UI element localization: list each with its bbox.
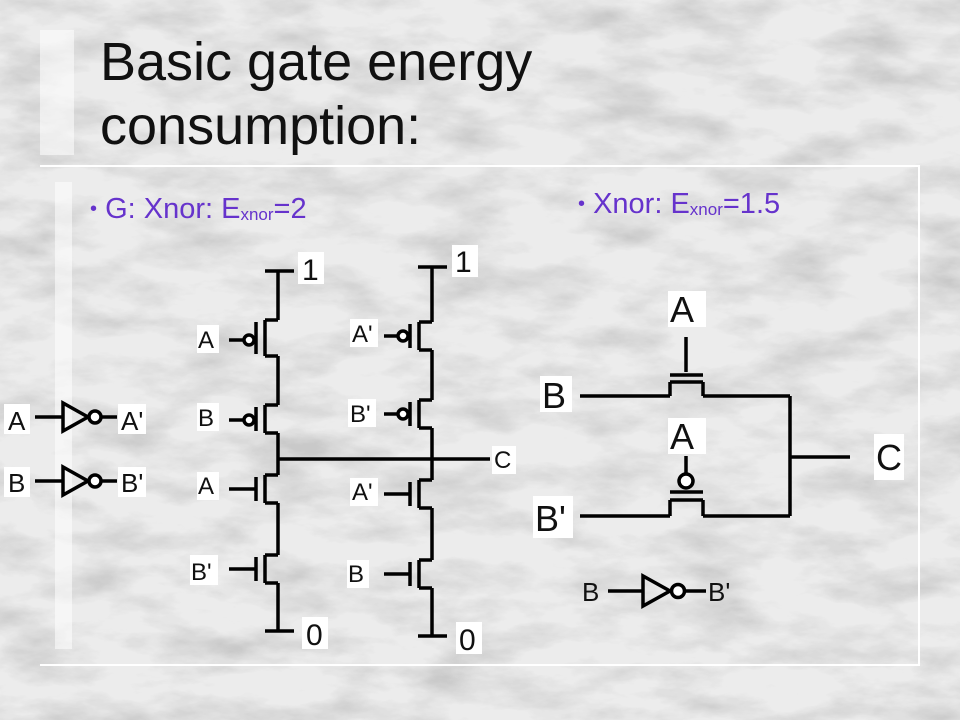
bullet-marker: • xyxy=(90,198,98,220)
stack2-pmos-1-gate-label: A' xyxy=(352,321,373,348)
stack1-pmos-1-gate-label: A xyxy=(198,327,214,354)
transistor-stack-1: 1 A B A B xyxy=(190,252,328,652)
stack1-nmos-1-gate-label: A xyxy=(198,473,214,500)
output-node-c: C xyxy=(278,446,516,474)
bullet-marker: • xyxy=(578,193,586,215)
bullet-left-prefix: G: Xnor: E xyxy=(105,193,241,225)
stack2-nmos-2-gate-label: B xyxy=(348,561,364,588)
title-line-2: consumption: xyxy=(100,96,422,156)
bullet-right-subscript: xnor xyxy=(689,200,723,219)
bullet-right-prefix: Xnor: E xyxy=(593,188,690,220)
right-inverter-input-label: B xyxy=(582,577,599,607)
right-nmos-gate-label: A xyxy=(670,289,694,330)
inverter-b: B B' xyxy=(4,464,146,498)
inverter-a: A A' xyxy=(4,400,146,436)
bullet-left-suffix: =2 xyxy=(273,193,307,225)
stack1-pmos-2-gate-label: B xyxy=(198,405,214,432)
frame-line-vertical-top xyxy=(40,30,74,155)
bullet-left-subscript: xnor xyxy=(240,205,274,224)
frame-line-bottom xyxy=(40,664,920,666)
inverter-b-output-label: B' xyxy=(121,468,143,498)
slide-title: Basic gate energy consumption: xyxy=(100,30,660,158)
stack2-vdd-label: 1 xyxy=(455,246,472,279)
title-line-1: Basic gate energy xyxy=(100,32,533,92)
stack1-nmos-2-gate-label: B' xyxy=(191,559,212,586)
left-output-label: C xyxy=(494,447,511,474)
right-input-top-label: B xyxy=(542,375,566,416)
right-inverter-output-label: B' xyxy=(708,577,730,607)
stack2-nmos-1-gate-label: A' xyxy=(352,479,373,506)
right-input-bottom-label: B' xyxy=(535,498,566,539)
frame-line-right xyxy=(918,165,920,665)
inverter-b-input-label: B xyxy=(8,468,25,498)
stack1-gnd-label: 0 xyxy=(306,619,323,652)
frame-line-horizontal xyxy=(40,165,920,167)
stack1-vdd-label: 1 xyxy=(302,254,319,287)
right-pmos-gate-label: A xyxy=(670,416,694,457)
inverter-a-input-label: A xyxy=(8,406,26,436)
stack2-gnd-label: 0 xyxy=(459,624,476,657)
inverter-a-output-label: A' xyxy=(121,406,143,436)
transistor-stack-2: 1 A' B' A' xyxy=(347,245,482,657)
pass-transistor-xnor: A B A B' C B B' xyxy=(533,289,904,609)
bullet-left: • G: Xnor: Exnor=2 xyxy=(90,193,307,226)
stack2-pmos-2-gate-label: B' xyxy=(350,401,371,428)
right-output-label: C xyxy=(876,437,902,478)
bullet-right-suffix: =1.5 xyxy=(722,188,781,220)
bullet-right: • Xnor: Exnor=1.5 xyxy=(578,188,780,221)
